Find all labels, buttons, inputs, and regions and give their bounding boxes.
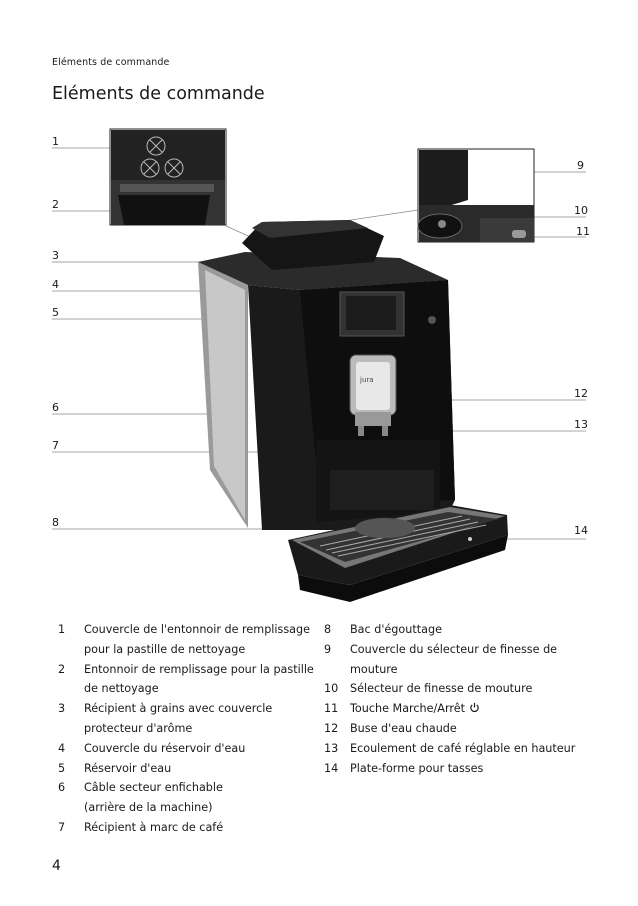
power-icon [469, 703, 479, 713]
page-title: Eléments de commande [52, 84, 265, 104]
callout-10: 10 [574, 204, 588, 217]
callout-11: 11 [576, 225, 590, 238]
callout-4: 4 [52, 278, 59, 291]
inset-grinder [417, 148, 535, 243]
drip-tray [288, 505, 508, 602]
callout-2: 2 [52, 198, 59, 211]
callout-12: 12 [574, 387, 588, 400]
running-header: Eléments de commande [52, 57, 170, 68]
page-number: 4 [52, 858, 61, 874]
inset-cleaning-funnel [109, 128, 227, 226]
callout-3: 3 [52, 249, 59, 262]
callout-5: 5 [52, 306, 59, 319]
callout-7: 7 [52, 439, 59, 452]
svg-text:jura: jura [359, 376, 374, 384]
callout-8: 8 [52, 516, 59, 529]
callout-9: 9 [577, 159, 584, 172]
machine-body: jura [198, 220, 455, 530]
coffee-machine-figure: jura [52, 128, 586, 602]
callout-14: 14 [574, 524, 588, 537]
callout-6: 6 [52, 401, 59, 414]
callout-1: 1 [52, 135, 59, 148]
callout-13: 13 [574, 418, 588, 431]
